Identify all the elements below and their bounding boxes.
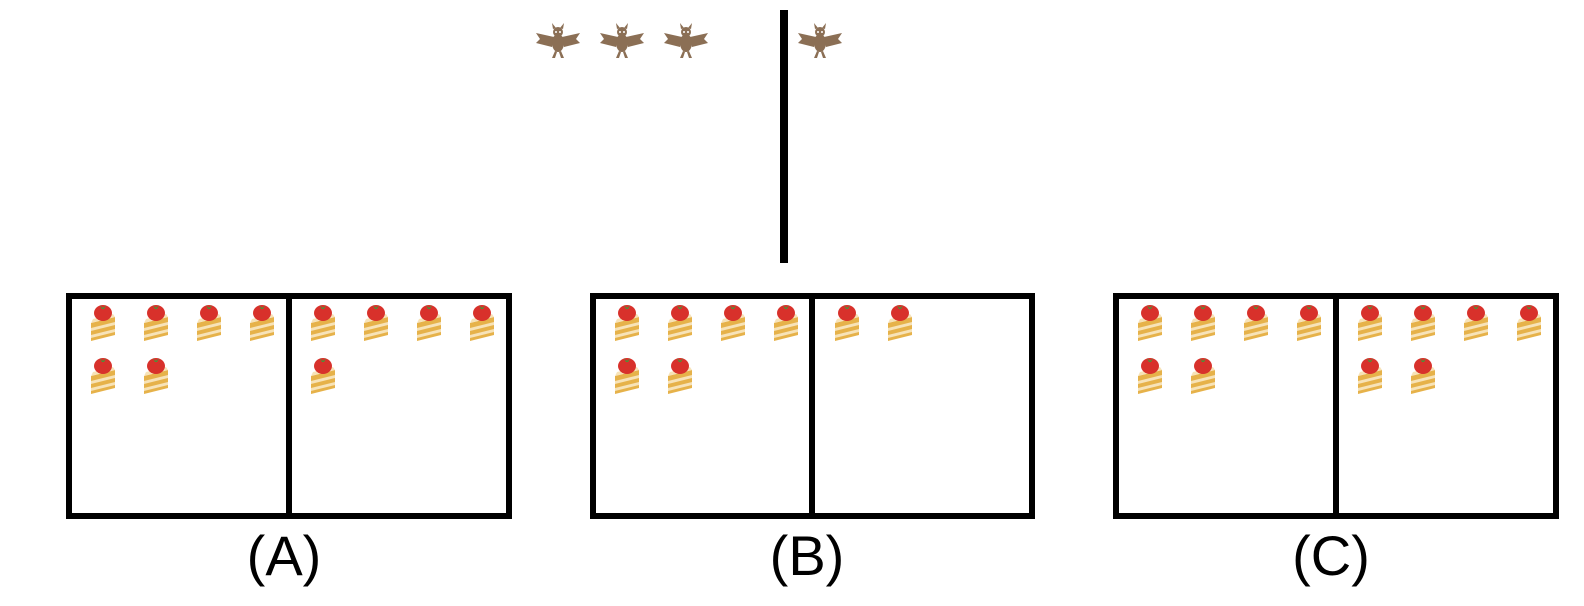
- option-c-label: (C): [1292, 524, 1370, 587]
- cake-icon: [774, 305, 798, 341]
- cake-icon: [1358, 305, 1382, 341]
- cake-icon: [1138, 358, 1162, 394]
- cake-icon: [668, 305, 692, 341]
- cake-icon: [888, 305, 912, 341]
- top-left-bat-group: [536, 23, 708, 58]
- top-right-bat-group: [798, 23, 842, 58]
- option-b-left-cakes: [615, 305, 798, 394]
- cake-icon: [1358, 358, 1382, 394]
- cake-icon: [91, 305, 115, 341]
- cake-icon: [417, 305, 441, 341]
- cake-icon: [470, 305, 494, 341]
- cake-icon: [615, 358, 639, 394]
- cake-icon: [197, 305, 221, 341]
- option-b[interactable]: (B): [590, 293, 1035, 587]
- option-a-right-cakes: [311, 305, 494, 394]
- bat-icon: [664, 23, 708, 58]
- cake-icon: [91, 358, 115, 394]
- cake-icon: [1464, 305, 1488, 341]
- cake-icon: [311, 358, 335, 394]
- cake-icon: [1411, 358, 1435, 394]
- bat-icon: [600, 23, 644, 58]
- cake-icon: [1297, 305, 1321, 341]
- option-b-right-cakes: [835, 305, 912, 341]
- cake-icon: [1191, 358, 1215, 394]
- cake-icon: [364, 305, 388, 341]
- bat-icon: [536, 23, 580, 58]
- cake-icon: [668, 358, 692, 394]
- option-c-right-cakes: [1358, 305, 1541, 394]
- cake-icon: [1138, 305, 1162, 341]
- cake-icon: [1517, 305, 1541, 341]
- cake-icon: [144, 305, 168, 341]
- cake-icon: [144, 358, 168, 394]
- cake-icon: [250, 305, 274, 341]
- cake-icon: [1191, 305, 1215, 341]
- option-b-label: (B): [770, 524, 845, 587]
- cake-icon: [311, 305, 335, 341]
- option-c[interactable]: (C): [1113, 293, 1559, 587]
- option-a[interactable]: (A): [66, 293, 512, 587]
- option-c-left-cakes: [1138, 305, 1321, 394]
- cake-icon: [1411, 305, 1435, 341]
- cake-icon: [1244, 305, 1268, 341]
- cake-icon: [615, 305, 639, 341]
- option-a-left-cakes: [91, 305, 274, 394]
- cake-icon: [835, 305, 859, 341]
- option-a-label: (A): [247, 524, 322, 587]
- bat-icon: [798, 23, 842, 58]
- cake-icon: [721, 305, 745, 341]
